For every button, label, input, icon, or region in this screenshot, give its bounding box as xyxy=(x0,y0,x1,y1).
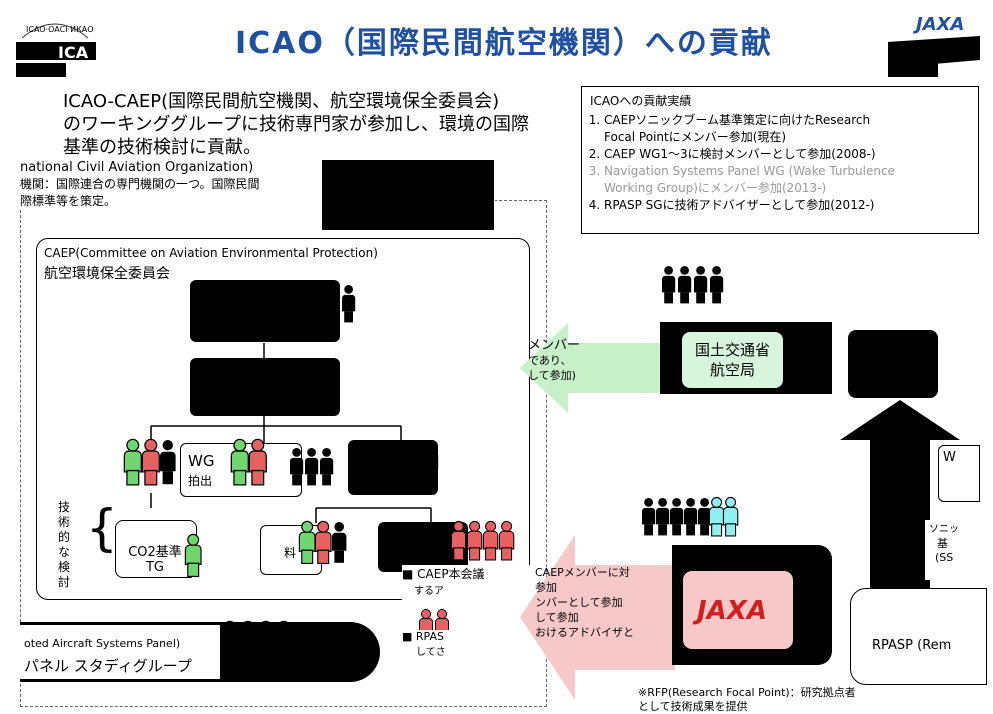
person-icon xyxy=(141,438,160,486)
mlit-box: 国土交通省 航空局 xyxy=(680,330,785,390)
co2-tg-box xyxy=(115,520,197,578)
caep-title-jp: 航空環境保全委員会 xyxy=(44,266,170,282)
person-icon xyxy=(722,496,739,537)
person-icon xyxy=(498,520,515,561)
svg-text:JAXA: JAXA xyxy=(692,596,767,626)
person-icon xyxy=(450,520,467,561)
redacted-block xyxy=(322,160,494,230)
subgroup-label: 料 xyxy=(284,546,297,560)
caep-main-block xyxy=(190,280,340,342)
page-title: ICAO（国際民間航空機関）への貢献 xyxy=(235,26,773,61)
jaxa-arrow-text: CAEPメンバーに対 参加 ンバーとして参加 して参加 おけるアドバイザと xyxy=(535,566,634,639)
person-icon xyxy=(305,448,319,486)
person-icon xyxy=(230,438,249,486)
rpas-panel-line2: パネル スタディグループ xyxy=(24,657,192,675)
person-icon xyxy=(314,520,332,564)
achievement-item: CAEP WG1〜3に検討メンバーとして参加(2008-) xyxy=(604,146,970,163)
person-icon xyxy=(662,266,676,304)
intro-line: ICAO-CAEP(国際民間航空機関、航空環境保全委員会) xyxy=(63,91,500,112)
achievement-item: Navigation Systems Panel WG (Wake Turbul… xyxy=(604,163,970,197)
icao-description: national Civil Aviation Organization) 機関… xyxy=(20,160,495,208)
co2-tg-label: CO2基準TG xyxy=(128,545,182,575)
rpas-note: ■ RPAS してさ xyxy=(402,630,462,662)
svg-text:ICA: ICA xyxy=(58,43,89,62)
person-icon xyxy=(708,496,725,537)
jaxa-logo-header: JAXA xyxy=(888,8,980,78)
achievement-item: RPASP SGに技術アドバイザーとして参加(2012-) xyxy=(604,197,970,214)
jaxa-logo: JAXA xyxy=(692,596,767,626)
person-icon xyxy=(678,266,692,304)
mlit-arrow-text: メンバー であり、 して参加) xyxy=(528,338,581,382)
person-icon xyxy=(482,520,499,561)
person-icon xyxy=(160,440,176,485)
person-icon xyxy=(298,520,316,564)
jaxa-logo-box: JAXA xyxy=(682,570,794,650)
person-icon xyxy=(290,448,304,486)
tech-review-brace: { xyxy=(86,499,118,557)
person-icon xyxy=(123,438,142,486)
tech-review-label: 技術的な検討 xyxy=(58,500,71,589)
mlit-label: 航空局 xyxy=(709,361,755,379)
person-icon xyxy=(694,266,708,304)
intro-line: のワーキンググループに技術専門家が参加し、環境の国際 xyxy=(63,114,530,135)
person-icon xyxy=(642,498,656,536)
rpas-panel-label-bg xyxy=(20,625,220,679)
person-icon xyxy=(670,498,684,536)
person-icon xyxy=(248,438,267,486)
caep-meeting-note: ■ CAEP本会議 するア xyxy=(402,565,542,603)
caep-steering-block xyxy=(190,358,340,416)
svg-text:JAXA: JAXA xyxy=(913,14,964,35)
mlit-arrow xyxy=(520,323,665,413)
rpasp-box xyxy=(850,588,987,685)
person-icon xyxy=(710,266,724,304)
caep-title-en: CAEP(Committee on Aviation Environmental… xyxy=(44,246,378,260)
person-icon xyxy=(684,498,698,536)
svg-text:ICAO·OACI·ИКАО: ICAO·OACI·ИКАО xyxy=(26,25,94,34)
icao-logo: ICAO·OACI·ИКАО ICA xyxy=(14,8,96,78)
rpas-panel-line1: oted Aircraft Systems Panel) xyxy=(24,637,181,650)
right-w-box: W xyxy=(938,445,980,502)
jaxa-arrow xyxy=(520,535,675,700)
person-icon xyxy=(656,498,670,536)
person-icon xyxy=(342,285,356,323)
wg-sub: 拍出 xyxy=(188,474,213,488)
sonic-box: ソニッ 基 (SS xyxy=(925,520,980,580)
intro-line: 基準の技術検討に貢献。 xyxy=(63,137,261,158)
person-icon xyxy=(184,533,202,577)
rpasp-label: RPASP (Rem xyxy=(872,638,952,653)
achievements-heading: ICAOへの貢献実績 xyxy=(590,94,692,108)
mlit-label: 国土交通省 xyxy=(694,341,770,359)
person-icon xyxy=(466,520,483,561)
achievements-box: ICAOへの貢献実績 CAEPソニックブーム基準策定に向けたResearchFo… xyxy=(581,86,979,234)
footnote: ※RFP(Research Focal Point)：研究拠点者 として技術成果… xyxy=(638,686,856,713)
wg-label: WG xyxy=(188,452,215,470)
person-icon xyxy=(410,442,424,480)
person-icon xyxy=(332,522,347,563)
person-icon xyxy=(698,498,712,536)
intro-text: ICAO-CAEP(国際民間航空機関、航空環境保全委員会) のワーキンググループ… xyxy=(63,90,563,159)
person-icon xyxy=(320,448,334,486)
right-top-block xyxy=(848,330,938,398)
person-icon xyxy=(425,442,439,480)
